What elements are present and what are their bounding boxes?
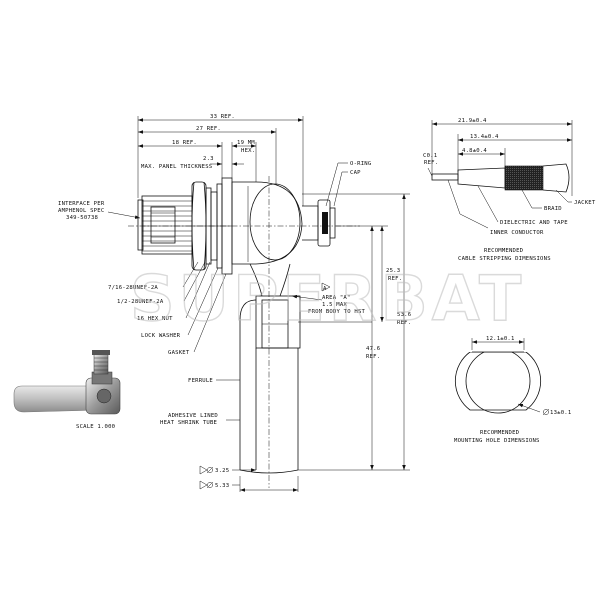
hole-title-line1: RECOMMENDED bbox=[480, 430, 520, 436]
area-a-line3: FROM BODY TO HST bbox=[308, 309, 366, 315]
braid-label: BRAID bbox=[544, 206, 562, 212]
stripping-title-line1: RECOMMENDED bbox=[484, 248, 524, 254]
right-angle-body bbox=[231, 181, 336, 265]
interface-callout-line3: 349-50738 bbox=[66, 215, 99, 221]
watermark-text: SUPERBAT bbox=[130, 262, 525, 335]
inner-conductor-label: INNER CONDUCTOR bbox=[490, 230, 544, 236]
photo-scale-label: SCALE 1.000 bbox=[76, 424, 115, 430]
stripping-title-line2: CABLE STRIPPING DIMENSIONS bbox=[458, 256, 551, 262]
hex-nut-callout: 16 HEX NUT bbox=[137, 316, 173, 322]
diameter-markers bbox=[199, 465, 299, 492]
hole-flat-dim: 12.1±0.1 bbox=[486, 336, 515, 342]
gasket-callout: GASKET bbox=[168, 350, 190, 356]
heat-shrink-callout-line2: HEAT SHRINK TUBE bbox=[160, 420, 218, 426]
jacket-label: JACKET bbox=[574, 200, 596, 206]
dielectric-label: DIELECTRIC AND TAPE bbox=[500, 220, 568, 226]
vertical-dimension-lines bbox=[298, 193, 410, 471]
area-a-line2: 1.5 MAX bbox=[322, 302, 347, 308]
o-ring-callout: O-RING bbox=[350, 161, 372, 167]
area-a-marker bbox=[291, 282, 331, 301]
thread-length-label: 18 REF. bbox=[172, 140, 197, 146]
area-a-symbol: A bbox=[323, 286, 327, 292]
diameter-5-33-label: 5.33 bbox=[215, 483, 229, 489]
strip-short-dim: 4.8±0.4 bbox=[462, 148, 487, 154]
height-47-ref: REF. bbox=[366, 354, 380, 360]
hole-diameter-dim: 13±0.1 bbox=[550, 410, 571, 416]
panel-thickness-value: 2.3 bbox=[203, 156, 214, 162]
area-a-line1: AREA "A" bbox=[322, 295, 351, 301]
strip-mid-dim: 13.4±0.4 bbox=[470, 134, 499, 140]
mounting-hole-detail bbox=[454, 338, 550, 416]
cable-stripping-detail bbox=[427, 120, 573, 229]
left-callout-leaders bbox=[107, 211, 240, 421]
body-length-label: 27 REF. bbox=[196, 126, 221, 132]
overall-length-label: 33 REF. bbox=[210, 114, 235, 120]
height-25-label: 25.3 bbox=[386, 268, 400, 274]
thread-1-2-callout: 1/2-28UNEF-2A bbox=[117, 299, 164, 305]
diameter-3-25-label: 3.25 bbox=[215, 468, 229, 474]
interface-callout-line1: INTERFACE PER bbox=[58, 201, 105, 207]
thread-7-16-callout: 7/16-28UNEF-2A bbox=[108, 285, 158, 291]
product-photo bbox=[13, 350, 121, 415]
o-ring-cap-leaders bbox=[325, 162, 348, 207]
threaded-body bbox=[137, 195, 193, 255]
heat-shrink-callout-line1: ADHESIVE LINED bbox=[168, 413, 218, 419]
ferrule-callout: FERRULE bbox=[188, 378, 213, 384]
interface-callout-line2: AMPHENOL SPEC bbox=[58, 208, 104, 214]
connector-side-view bbox=[128, 176, 360, 488]
strip-chamfer-ref: REF. bbox=[424, 160, 438, 166]
hex-size-label: 19 MM bbox=[237, 140, 255, 146]
height-53-label: 53.6 bbox=[397, 312, 411, 318]
height-47-label: 47.6 bbox=[366, 346, 380, 352]
panel-thickness-label: MAX. PANEL THICKNESS bbox=[141, 164, 212, 170]
lock-washer-callout: LOCK WASHER bbox=[141, 333, 181, 339]
top-dimension-lines bbox=[137, 116, 304, 206]
height-53-ref: REF. bbox=[397, 320, 411, 326]
height-25-ref: REF. bbox=[388, 276, 402, 282]
hole-title-line2: MOUNTING HOLE DIMENSIONS bbox=[454, 438, 540, 444]
cap-callout: CAP bbox=[350, 170, 361, 176]
hex-size-sublabel: HEX. bbox=[241, 148, 255, 154]
strip-total-dim: 21.9±0.4 bbox=[458, 118, 487, 124]
strip-chamfer-dim: C0.1 bbox=[423, 153, 437, 159]
